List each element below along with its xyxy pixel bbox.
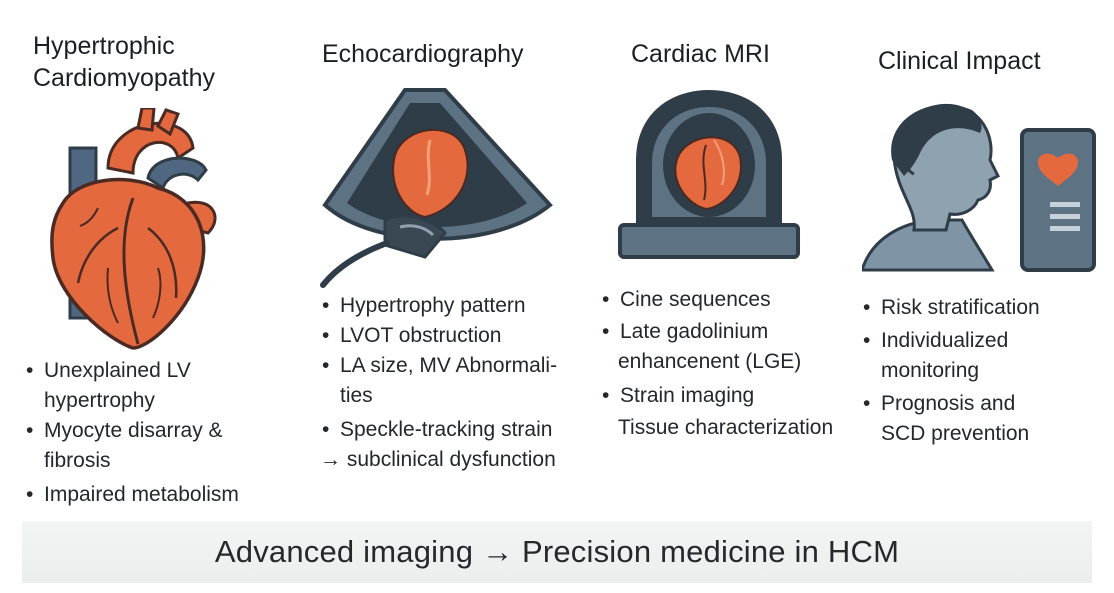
list-item: Tissue characterization: [618, 416, 834, 439]
list-item: Late gadolinium: [600, 317, 833, 347]
list-item: Strain imaging: [600, 381, 833, 411]
column-echo: Echocardiography Hypertrophy pattern LVO…: [300, 0, 610, 520]
list-item: fibrosis: [44, 449, 111, 472]
list-item: Speckle-tracking strain: [320, 415, 557, 445]
hcm-title-line-1: Hypertrophic: [33, 32, 175, 60]
echo-bullet-list: Hypertrophy pattern LVOT obstruction LA …: [320, 291, 557, 475]
list-item: enhancenent (LGE): [618, 350, 802, 373]
hcm-bullet-list: Unexplained LV hypertrophy Myocyte disar…: [24, 356, 239, 510]
column-clinical: Clinical Impact Risk stratification Indi…: [850, 0, 1114, 520]
echo-title: Echocardiography: [322, 40, 524, 68]
ultrasound-probe-icon: [320, 88, 553, 288]
summary-banner: Advanced imaging → Precision medicine in…: [22, 521, 1092, 583]
list-item: SCD prevention: [881, 422, 1030, 445]
mri-bullet-list: Cine sequences Late gadolinium enhancene…: [600, 285, 833, 443]
list-item: → subclinical dysfunction: [320, 448, 556, 471]
list-item: LVOT obstruction: [320, 321, 557, 351]
list-item: Risk stratification: [861, 293, 1040, 323]
mri-scanner-icon: [618, 90, 800, 259]
mri-title: Cardiac MRI: [631, 40, 770, 68]
patient-with-phone-icon: [862, 103, 1096, 272]
list-item: Cine sequences: [600, 285, 833, 315]
heart-anatomy-icon: [50, 108, 217, 350]
clinical-bullet-list: Risk stratification Individualized monit…: [861, 293, 1040, 449]
list-item: hypertrophy: [44, 389, 155, 412]
hcm-title: Hypertrophic Cardiomyopathy: [33, 30, 215, 94]
list-item: ties: [340, 384, 373, 407]
list-item: Prognosis and: [861, 389, 1040, 419]
clinical-title: Clinical Impact: [878, 47, 1041, 75]
column-mri: Cardiac MRI Cine sequences Late gadolini…: [600, 0, 860, 520]
list-item: Hypertrophy pattern: [320, 291, 557, 321]
list-item: Myocyte disarray &: [24, 416, 239, 446]
list-item: LA size, MV Abnormali-: [320, 351, 557, 381]
list-item: Individualized: [861, 326, 1040, 356]
list-item: monitoring: [881, 359, 980, 382]
hcm-title-line-2: Cardiomyopathy: [33, 64, 216, 92]
column-hcm: Hypertrophic Cardiomyopathy Unexplained …: [0, 0, 290, 520]
summary-banner-text: Advanced imaging → Precision medicine in…: [214, 534, 900, 569]
list-item: Unexplained LV: [24, 356, 239, 386]
list-item: Impaired metabolism: [24, 480, 239, 510]
